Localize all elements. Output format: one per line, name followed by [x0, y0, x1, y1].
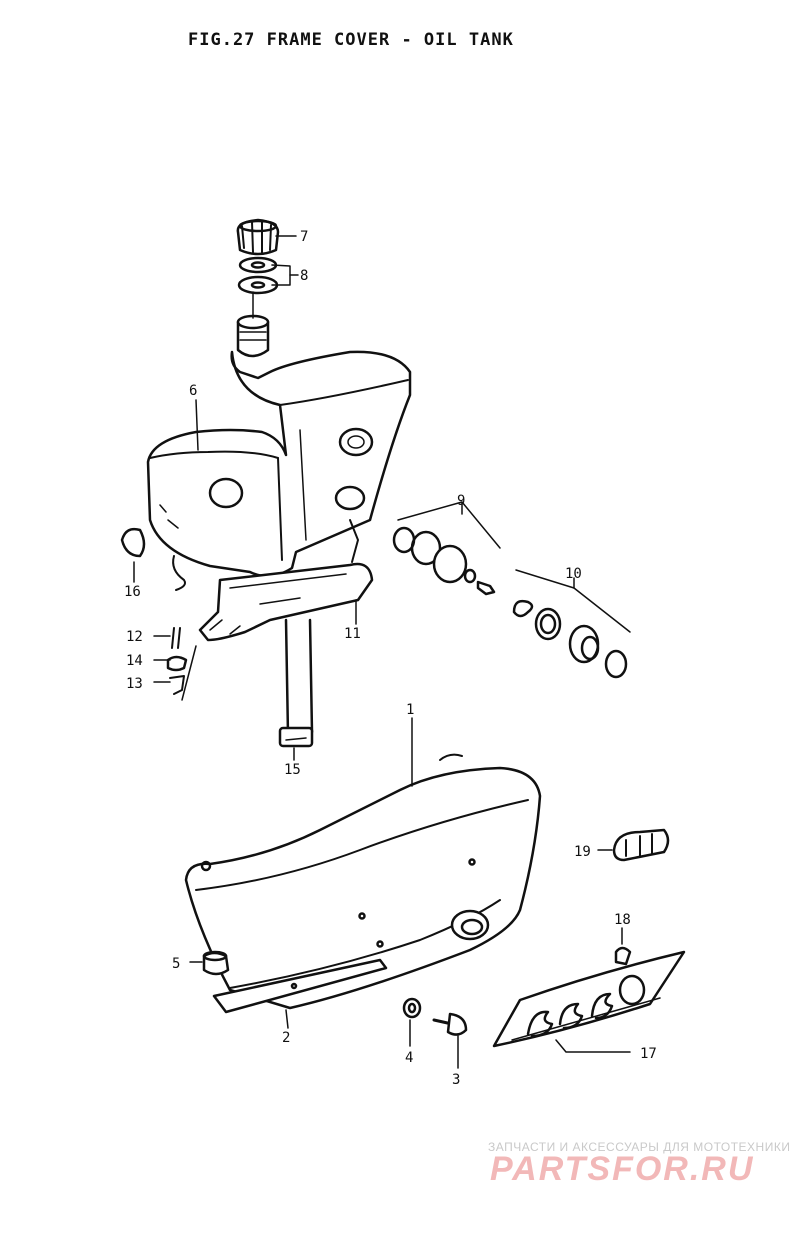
part-label-3: 3 — [452, 1072, 460, 1088]
part-label-10: 10 — [565, 566, 582, 582]
cushion-rubber — [120, 527, 146, 558]
part-label-16: 16 — [124, 584, 141, 600]
watermark-tagline: ЗАПЧАСТИ И АКСЕССУАРЫ ДЛЯ МОТОТЕХНИКИ — [488, 1140, 791, 1154]
cover-seal-strip — [212, 958, 388, 1014]
cap-gaskets — [237, 256, 279, 295]
oil-filler-cap — [236, 218, 280, 256]
part-label-7: 7 — [300, 229, 308, 245]
part-label-14: 14 — [126, 653, 143, 669]
part-label-13: 13 — [126, 676, 143, 692]
reflector — [612, 828, 670, 862]
filler-neck — [236, 314, 270, 358]
side-emblem — [492, 950, 686, 1048]
figure-title: FIG.27 FRAME COVER - OIL TANK — [188, 30, 514, 50]
part-label-2: 2 — [282, 1030, 290, 1046]
watermark-logo: PARTSFOR.RU — [490, 1150, 755, 1188]
retaining-strap — [278, 618, 314, 748]
part-label-6: 6 — [189, 383, 197, 399]
mounting-hardware — [166, 627, 197, 701]
part-label-4: 4 — [405, 1050, 413, 1066]
part-label-11: 11 — [344, 626, 361, 642]
part-label-8: 8 — [300, 268, 308, 284]
part-label-5: 5 — [172, 956, 180, 972]
breather-cap-set — [392, 526, 496, 596]
oil-tank — [146, 350, 412, 591]
part-label-12: 12 — [126, 629, 143, 645]
part-label-15: 15 — [284, 762, 301, 778]
leader-lines — [133, 235, 631, 1069]
tank-bracket — [198, 519, 374, 642]
frame-cover — [184, 753, 542, 1010]
part-label-1: 1 — [406, 702, 414, 718]
part-label-18: 18 — [614, 912, 631, 928]
part-label-17: 17 — [640, 1046, 657, 1062]
cover-damper — [202, 950, 230, 976]
part-label-19: 19 — [574, 844, 591, 860]
part-label-9: 9 — [457, 493, 465, 509]
cover-washer — [402, 997, 422, 1019]
emblem-clip — [614, 946, 632, 966]
grommet-seal-set — [512, 599, 628, 679]
cover-screw — [432, 1012, 468, 1036]
